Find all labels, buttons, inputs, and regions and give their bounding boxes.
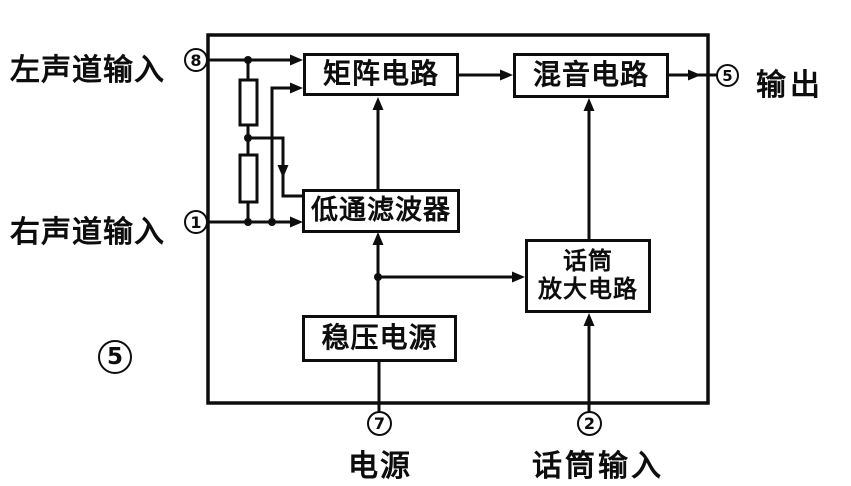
wire-matrix-to-mixer	[457, 69, 513, 81]
block-regulator-label: 稳压电源	[321, 321, 438, 355]
wire-mixer-to-output	[666, 69, 718, 81]
block-low-pass-filter: 低通滤波器	[302, 189, 460, 233]
arrowhead	[372, 232, 384, 245]
pin-5-number: 5	[722, 66, 733, 85]
resistor-r1	[238, 78, 259, 127]
wire-midnode-to-lpf	[246, 136, 304, 198]
wire-regulator-feed	[372, 232, 525, 318]
wire-right-to-matrix	[270, 82, 303, 224]
block-micamp-label-line2: 放大电路	[538, 275, 638, 303]
block-voltage-regulator: 稳压电源	[302, 315, 457, 362]
pin-1-number: 1	[190, 212, 202, 232]
pin-2-number: 2	[583, 414, 596, 433]
arrowhead	[372, 97, 384, 110]
wire-right-channel	[206, 216, 303, 228]
arrowhead	[290, 216, 303, 228]
block-micamp-label-line1: 话筒	[563, 247, 613, 276]
wire-left-channel	[206, 54, 303, 66]
pin-8-number: 8	[190, 50, 202, 70]
arrowhead	[688, 69, 701, 81]
resistor-r2	[238, 153, 259, 204]
ic-outline	[206, 33, 710, 405]
wire-micamp-to-mixer	[583, 98, 595, 241]
arrowhead	[290, 54, 303, 66]
arrowhead	[512, 271, 525, 283]
figure-number: 5	[106, 344, 123, 370]
arrowhead	[583, 98, 595, 111]
block-matrix-label: 矩阵电路	[322, 57, 439, 91]
pin-5-label: 输出	[756, 68, 824, 103]
pin-2-label: 话筒输入	[532, 449, 664, 484]
pin-7-number: 7	[373, 414, 386, 433]
pin-2-badge: 2	[577, 411, 602, 436]
arrowhead	[277, 165, 289, 178]
block-mixer-circuit: 混音电路	[513, 53, 669, 98]
pin-7-label: 电源	[348, 449, 412, 484]
resistor-divider	[238, 58, 259, 224]
block-lpf-label: 低通滤波器	[311, 195, 451, 227]
pin-8-label: 左声道输入	[10, 53, 165, 88]
pin-8-badge: 8	[184, 48, 208, 72]
arrowhead	[583, 313, 595, 326]
pin-5-badge: 5	[716, 64, 739, 87]
pin-1-label: 右声道输入	[10, 215, 165, 250]
arrowhead	[500, 69, 513, 81]
arrowhead	[290, 82, 303, 94]
block-mic-amplifier: 话筒 放大电路	[525, 239, 651, 313]
figure-number-badge: 5	[98, 340, 132, 374]
pin-7-badge: 7	[367, 411, 392, 436]
wire-lpf-to-matrix	[372, 97, 384, 191]
pin-1-badge: 1	[184, 210, 208, 234]
wire-pin2-to-micamp	[583, 313, 595, 414]
block-mixer-label: 混音电路	[532, 58, 649, 92]
block-matrix-circuit: 矩阵电路	[303, 53, 459, 96]
